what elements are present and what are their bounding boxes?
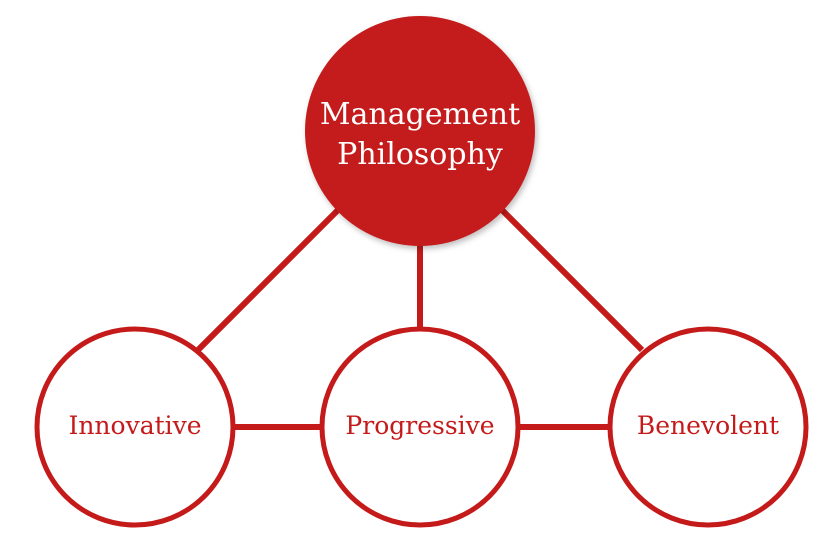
- center-label-line1: Management: [319, 96, 521, 132]
- center-label-line2: Philosophy: [337, 137, 503, 172]
- benevolent-label: Benevolent: [636, 411, 780, 441]
- progressive-circle: [319, 326, 521, 528]
- management-philosophy-circle: [305, 16, 535, 246]
- center-label: Management Philosophy: [305, 20, 535, 250]
- innovative-circle: [34, 326, 236, 528]
- connector-center-benevolent: [499, 207, 645, 353]
- progressive-label: Progressive: [345, 411, 495, 441]
- benevolent-circle: [607, 326, 809, 528]
- connector-center-innovative: [195, 207, 341, 353]
- innovative-label: Innovative: [68, 411, 202, 441]
